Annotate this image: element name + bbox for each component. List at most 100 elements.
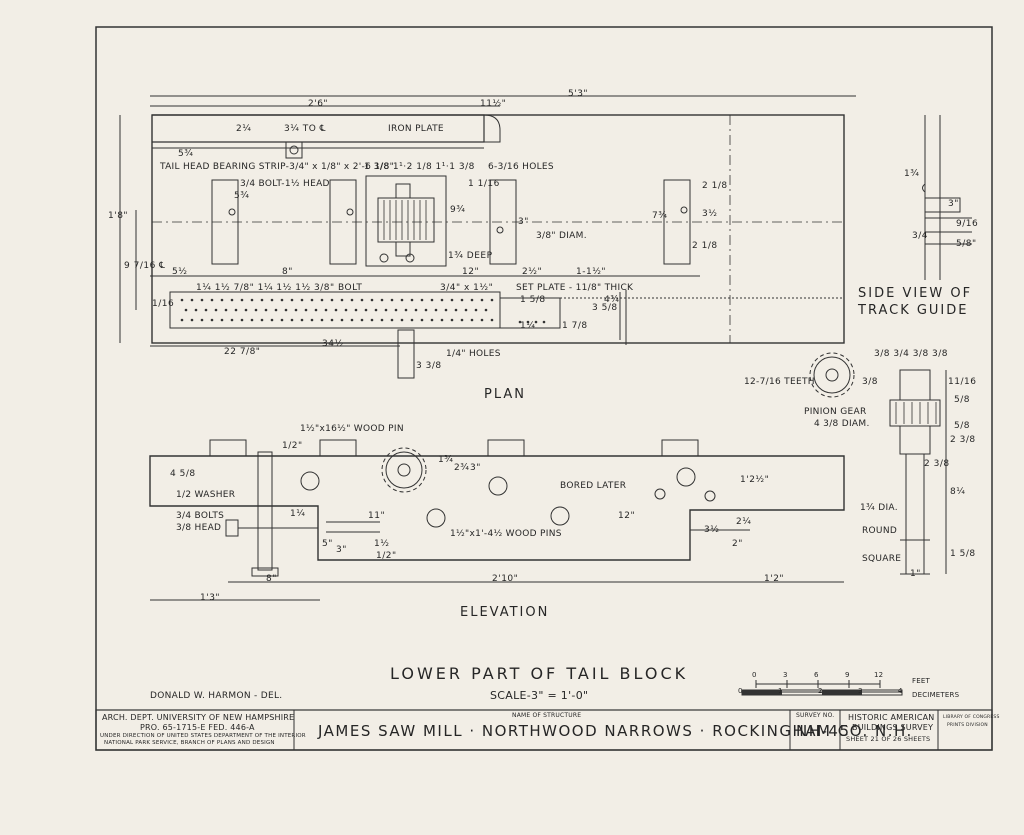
elev-wood-pins: 1½"x1'-4½ WOOD PINS: [450, 529, 562, 539]
elev-dim-1-2: 1/2": [282, 441, 303, 451]
elev-dim-3: 3": [470, 463, 481, 473]
label-iron-plate: IRON PLATE: [388, 124, 444, 134]
elev-head: 3/8 HEAD: [176, 523, 222, 533]
tb-survey-caption: SURVEY NO.: [796, 712, 835, 719]
dim-1-1-1-2: 1-1½": [576, 267, 607, 277]
elev-dim-2-1-4: 2¼: [736, 517, 752, 527]
tb-habs-1: HISTORIC AMERICAN: [848, 713, 935, 722]
dim-1-7-8: 1 7/8: [562, 321, 588, 331]
pinion-teeth: 12-7/16 TEETH: [744, 377, 815, 387]
side-view-track-guide: [922, 115, 972, 280]
label-diam: 3/8" DIAM.: [536, 231, 587, 241]
pinion-dim-5-8b: 5/8: [954, 421, 970, 431]
scale-dec-3: 3: [858, 687, 863, 695]
dim-deep: 1¾ DEEP: [448, 251, 493, 261]
scale-dec-2: 2: [818, 687, 823, 695]
scale-dec-1: 1: [778, 687, 783, 695]
label-bolt-head: 3/4 BOLT-1½ HEAD: [240, 179, 330, 189]
elev-dim-8: 8": [266, 574, 277, 584]
elev-dim-1-3-4: 1¾: [438, 455, 454, 465]
pinion-label-2: 4 3/8 DIAM.: [814, 419, 870, 429]
dim-seg-left: 2'6": [308, 99, 329, 109]
elev-dim-3b: 3": [336, 545, 347, 555]
elev-washer: 1/2 WASHER: [176, 490, 236, 500]
scale-feet-3: 3: [783, 671, 788, 679]
pinion-gear-drawing: [809, 352, 947, 575]
elev-dim-2-10: 2'10": [492, 574, 519, 584]
pinion-label-1: PINION GEAR: [804, 407, 867, 417]
elev-dim-1-3: 1'3": [200, 593, 221, 603]
side-dim-3-4: 3/4: [912, 231, 928, 241]
tb-survey-no: NH-45: [796, 722, 851, 740]
tb-dept-line3: UNDER DIRECTION OF UNITED STATES DEPARTM…: [100, 733, 306, 739]
tb-structure-name: JAMES SAW MILL · NORTHWOOD NARROWS · ROC…: [318, 722, 913, 740]
tb-library-1: LIBRARY OF CONGRESS: [943, 715, 1000, 720]
scale-dec-label: DECIMETERS: [912, 691, 960, 699]
side-dim-1-3-4: 1¾: [904, 169, 920, 179]
dim-1-5-8: 1 5/8: [520, 295, 546, 305]
label-holes-1-4: 1/4" HOLES: [446, 349, 501, 359]
dim-5-3-4: 5¾: [178, 149, 194, 159]
dim-2-1-2: 2½": [522, 267, 543, 277]
elev-wood-pin: 1½"x16½" WOOD PIN: [300, 424, 404, 434]
dim-to-cl: 3¼ TO ℄: [284, 124, 327, 134]
dim-4-3-4: 4¾: [604, 295, 620, 305]
scale-feet-label: FEET: [912, 677, 930, 685]
dim-height-1-8: 1'8": [108, 211, 129, 221]
elev-dim-4-5-8: 4 5/8: [170, 469, 196, 479]
elevation-title: ELEVATION: [460, 605, 550, 620]
elev-dim-2-3-4: 2¾: [454, 463, 470, 473]
pinion-dim-1: 1": [910, 569, 921, 579]
side-view-title-2: TRACK GUIDE: [858, 303, 969, 318]
scale-feet-9: 9: [845, 671, 850, 679]
side-view-title-1: SIDE VIEW OF: [858, 286, 973, 301]
title-block-frame: [95, 709, 993, 751]
side-dim-3: 3": [948, 199, 959, 209]
block-4: [663, 179, 691, 265]
elev-dim-1-2-1-2: 1'2½": [740, 475, 770, 485]
label-set-plate: SET PLATE - 11/8" THICK: [516, 283, 634, 293]
dim-8: 8": [282, 267, 293, 277]
drawing-title: LOWER PART OF TAIL BLOCK: [390, 664, 689, 683]
pinion-round: ROUND: [862, 526, 898, 536]
dim-1-16: 1/16: [152, 299, 175, 309]
drawing-scale: SCALE-3" = 1'-0": [490, 689, 589, 702]
elev-dim-11: 11": [368, 511, 386, 521]
dim-5-3-4b: 5¾: [234, 191, 250, 201]
dim-1-1-16: 1 1/16: [468, 179, 500, 189]
tb-dept-line4: NATIONAL PARK SERVICE, BRANCH OF PLANS A…: [104, 740, 275, 746]
side-dim-9-16: 9/16: [956, 219, 979, 229]
dim-3-5-8: 3 5/8: [592, 303, 618, 313]
dim-5-1-2: 5½: [172, 267, 188, 277]
label-tail-head-strip: TAIL HEAD BEARING STRIP-3/4" x 1/8" x 2'…: [160, 162, 395, 172]
sheet-border: [95, 26, 993, 751]
scale-feet-12: 12: [874, 671, 884, 679]
tb-sheet-info: SHEET 21 OF 26 SHEETS: [846, 735, 931, 743]
dim-34-1-2: 34½: [322, 339, 344, 349]
dim-9-3-4: 9¾: [450, 205, 466, 215]
label-holes-3-16: 6-3/16 HOLES: [488, 162, 554, 172]
tb-library-2: PRINTS DIVISION: [947, 723, 988, 728]
pinion-dia: 1¾ DIA.: [860, 503, 898, 513]
elev-bored-later: BORED LATER: [560, 481, 627, 491]
elev-dim-3-1-2: 3½: [704, 525, 720, 535]
scale-feet-6: 6: [814, 671, 819, 679]
pinion-dim-3-8: 3/8: [862, 377, 878, 387]
scale-dec-4: 4: [898, 687, 903, 695]
dim-height-9-7-16: 9 7/16 ℄: [124, 261, 166, 271]
elev-dim-2: 2": [732, 539, 743, 549]
pinion-square: SQUARE: [862, 554, 902, 564]
dim-overall-length: 5'3": [568, 89, 589, 99]
plan-title: PLAN: [484, 387, 526, 402]
elev-dim-1-1-4: 1¼: [290, 509, 306, 519]
dim-3-1-2: 3½: [702, 209, 718, 219]
dim-22-7-8: 22 7/8": [224, 347, 261, 357]
dim-12: 12": [462, 267, 480, 277]
scale-dec-0: 0: [738, 687, 743, 695]
tb-dept-line2: PRO. 65-1715-E FED. 446-A: [140, 723, 255, 732]
plan-view: [119, 95, 856, 379]
scale-feet-0: 0: [752, 671, 757, 679]
delineator: DONALD W. HARMON - DEL.: [150, 691, 283, 701]
